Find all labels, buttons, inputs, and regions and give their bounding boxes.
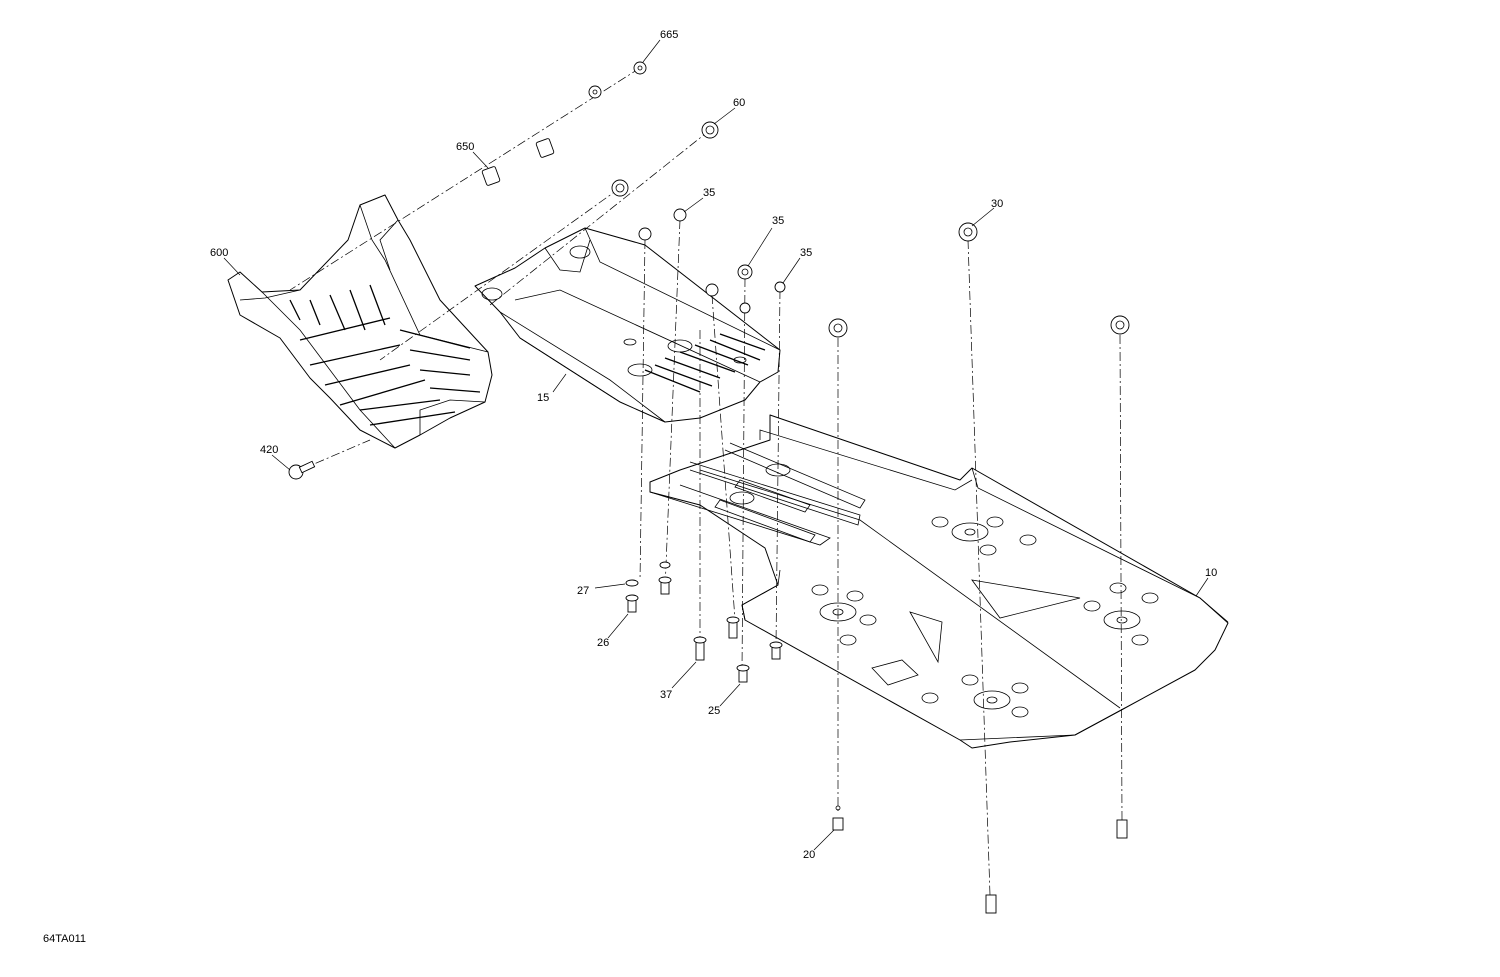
part-37-bolt-b: [726, 616, 740, 639]
part-27-washer-b: [659, 561, 671, 569]
part-26-bolt: [625, 594, 639, 613]
part-20-screw: [832, 805, 844, 831]
part-26-bolt-b: [658, 576, 672, 595]
part-25-bolt-b: [769, 641, 783, 660]
part-600-front-skid-plate: [227, 194, 493, 449]
part-37-bolt: [693, 636, 707, 661]
callout-35-b: 35: [772, 215, 784, 227]
callout-60: 60: [733, 97, 745, 109]
part-35-nut-c: [737, 264, 753, 280]
part-25-bolt: [736, 664, 750, 683]
part-60-nut-a: [701, 121, 719, 139]
callout-25: 25: [708, 705, 720, 717]
callout-26: 26: [597, 637, 609, 649]
part-665-bolt-a: [633, 61, 647, 75]
part-35-nut-d: [705, 283, 719, 297]
part-60-nut-b: [611, 179, 629, 197]
drawing-id: 64TA011: [43, 933, 86, 945]
part-27-washer: [625, 579, 639, 587]
part-35-nut-a: [673, 208, 687, 222]
callout-600: 600: [210, 247, 228, 259]
callout-15: 15: [537, 392, 549, 404]
callout-665: 665: [660, 29, 678, 41]
callout-37: 37: [660, 689, 672, 701]
callout-30: 30: [991, 198, 1003, 210]
part-30-nut-c: [1110, 315, 1130, 335]
callouts: 665 60 650 600 35 35 35 30 15 420 10 27 …: [210, 29, 1217, 861]
callout-420: 420: [260, 444, 278, 456]
part-35-nut-f: [739, 302, 751, 314]
part-420-screw: [288, 460, 316, 480]
assembly-lines: [289, 67, 1123, 896]
part-35-nut-b: [638, 227, 652, 241]
callout-35-a: 35: [703, 187, 715, 199]
part-650-clip-b: [481, 166, 501, 186]
part-20-screw-b: [1116, 819, 1128, 839]
part-665-bolt-b: [588, 85, 602, 99]
part-20-screw-c: [985, 894, 997, 914]
part-35-nut-e: [774, 281, 786, 293]
part-30-nut-b: [828, 318, 848, 338]
callout-650: 650: [456, 141, 474, 153]
callout-27: 27: [577, 585, 589, 597]
callout-10: 10: [1205, 567, 1217, 579]
callout-20: 20: [803, 849, 815, 861]
part-10-skid-plate: [649, 414, 1229, 749]
part-650-clip-a: [535, 138, 555, 158]
part-15-mid-skid-plate: [474, 227, 781, 423]
leader-lines: [223, 39, 1209, 851]
hardware: [288, 61, 1130, 914]
callout-35-c: 35: [800, 247, 812, 259]
part-30-nut-a: [958, 222, 978, 242]
